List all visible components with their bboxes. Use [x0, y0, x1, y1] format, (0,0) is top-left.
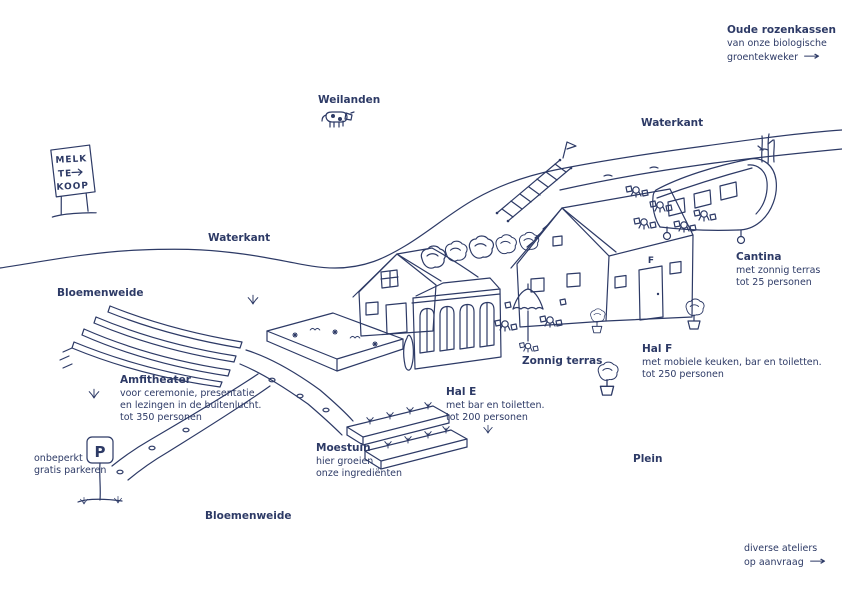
- bloemenweide-bottom-title: Bloemenweide: [205, 510, 292, 522]
- hal-e-building: [352, 247, 502, 371]
- melk-sign-line2: TE: [58, 169, 73, 180]
- zonnig-terras-title: Zonnig terras: [522, 355, 603, 367]
- label-oude-rozenkassen: Oude rozenkassen van onze biologische gr…: [727, 24, 836, 64]
- label-bloemenweide-left: Bloemenweide: [57, 287, 144, 301]
- label-weilanden: Weilanden: [318, 94, 380, 108]
- label-hal-e: Hal E met bar en toiletten. tot 200 pers…: [446, 386, 545, 424]
- hal-e-line1: met bar en toiletten.: [446, 400, 545, 412]
- moestuin-title: Moestuin: [316, 442, 371, 454]
- hal-f-building: F: [510, 188, 694, 328]
- hal-e-line2: tot 200 personen: [446, 412, 528, 423]
- hal-e-title: Hal E: [446, 386, 477, 398]
- river-waterkant: [0, 129, 842, 269]
- hal-f-title: Hal F: [642, 343, 673, 355]
- melk-sign-line1: MELK: [55, 154, 87, 166]
- melk-sign-line3: KOOP: [56, 181, 89, 193]
- label-zonnig-terras: Zonnig terras: [522, 355, 602, 369]
- melk-te-koop-sign: MELK TE KOOP: [50, 144, 97, 218]
- reeds: [757, 133, 775, 165]
- cantina-building: [652, 158, 777, 245]
- hal-f-line2: tot 250 personen: [642, 369, 724, 380]
- label-parkeren: onbeperkt gratis parkeren: [34, 453, 106, 477]
- ateliers-line2-text: op aanvraag: [744, 556, 804, 568]
- waterkant-top-title: Waterkant: [641, 117, 704, 129]
- cantina-line2: tot 25 personen: [736, 277, 812, 288]
- parking-sign-letter: P: [95, 443, 106, 461]
- oude-rozenkassen-line2: groentekweker →: [727, 50, 836, 64]
- amfitheater-line3: tot 350 personen: [120, 411, 202, 423]
- label-amfitheater: Amfitheater voor ceremonie, presentatie …: [120, 374, 261, 424]
- waterkant-left-title: Waterkant: [208, 232, 271, 244]
- moestuin-line2: onze ingrediënten: [316, 468, 403, 479]
- bloemenweide-left-title: Bloemenweide: [57, 287, 144, 299]
- zonnig-terras-furniture: [494, 283, 567, 353]
- hal-f-line1: met mobiele keuken, bar en toiletten.: [642, 357, 822, 369]
- flower-bed: [266, 312, 404, 372]
- moestuin-beds: [346, 402, 468, 470]
- label-waterkant-left: Waterkant: [208, 232, 270, 246]
- label-bloemenweide-bottom: Bloemenweide: [205, 510, 292, 524]
- hal-f-marker: F: [648, 256, 654, 266]
- parking-sign: P: [77, 436, 123, 505]
- jetty: [495, 141, 577, 223]
- label-hal-f: Hal F met mobiele keuken, bar en toilett…: [642, 343, 822, 381]
- footpaths: [111, 349, 354, 481]
- parkeren-line1: onbeperkt: [34, 453, 83, 464]
- cow-icon: [321, 111, 355, 128]
- parkeren-line2: gratis parkeren: [34, 464, 107, 476]
- cantina-title: Cantina: [736, 251, 782, 263]
- label-cantina: Cantina met zonnig terras tot 25 persone…: [736, 251, 820, 289]
- label-plein: Plein: [633, 453, 663, 467]
- ateliers-line1: diverse ateliers: [744, 543, 818, 554]
- hedge-bushes: [420, 231, 540, 269]
- amfitheater-title: Amfitheater: [120, 374, 191, 386]
- label-moestuin: Moestuin hier groeien onze ingrediënten: [316, 442, 402, 480]
- label-waterkant-top: Waterkant: [641, 117, 703, 131]
- oude-rozenkassen-line2-text: groentekweker: [727, 52, 799, 63]
- moestuin-line1: hier groeien: [316, 456, 374, 468]
- ateliers-line2: op aanvraag →: [744, 555, 826, 569]
- arrow-right-icon: →: [808, 553, 826, 568]
- amfitheater-line1: voor ceremonie, presentatie: [120, 388, 255, 400]
- weilanden-title: Weilanden: [318, 94, 381, 106]
- oude-rozenkassen-line1: van onze biologische: [727, 38, 827, 50]
- amphitheater-rows: [59, 305, 243, 388]
- arrow-right-icon: →: [803, 49, 821, 63]
- oude-rozenkassen-title: Oude rozenkassen: [727, 24, 836, 36]
- cantina-line1: met zonnig terras: [736, 265, 821, 277]
- label-ateliers: diverse ateliers op aanvraag →: [744, 543, 826, 569]
- plein-title: Plein: [633, 453, 663, 465]
- amfitheater-line2: en lezingen in de buitenlucht.: [120, 400, 262, 411]
